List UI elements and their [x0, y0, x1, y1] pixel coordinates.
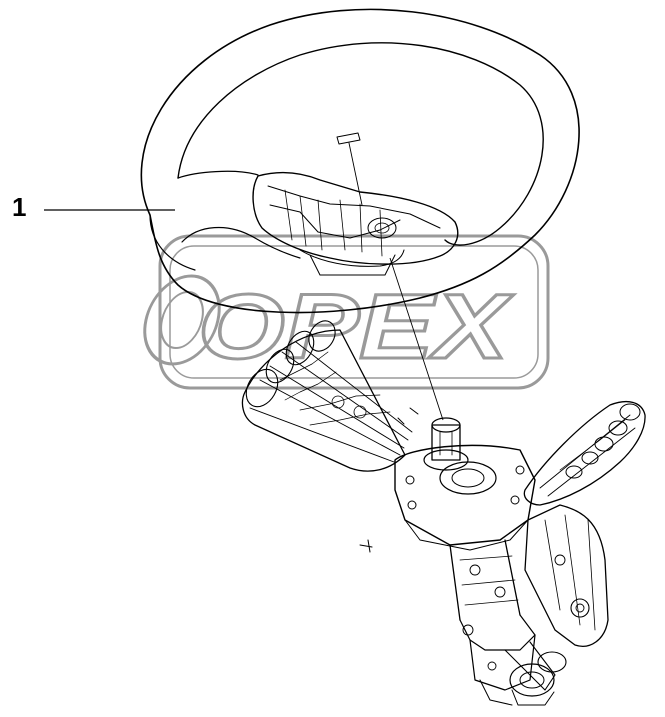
steering-axis-line [389, 257, 444, 421]
steering-wheel[interactable] [140, 8, 580, 314]
callout-number-1: 1 [12, 192, 27, 222]
watermark-plate [143, 234, 550, 390]
watermark-text: OPEX [198, 276, 514, 378]
left-combination-switch[interactable] [240, 316, 413, 472]
right-combination-switch[interactable] [523, 401, 646, 506]
steering-column[interactable] [359, 407, 609, 706]
